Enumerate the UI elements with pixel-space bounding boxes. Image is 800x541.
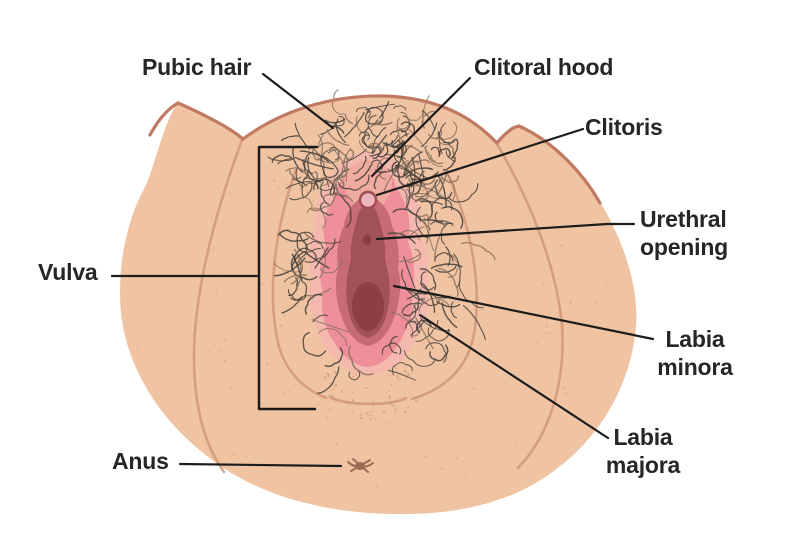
label-urethral-opening: Urethral opening: [640, 205, 728, 261]
label-anus: Anus: [112, 447, 169, 475]
label-text: majora: [605, 452, 681, 478]
label-clitoral-hood: Clitoral hood: [474, 53, 613, 81]
leader-clitoris: [375, 127, 585, 197]
label-text: Urethral: [640, 206, 727, 232]
outline-right-hip: [495, 124, 602, 205]
vulva-region: [308, 152, 430, 375]
leader-lines: [110, 72, 655, 468]
label-text: Labia: [665, 326, 725, 352]
label-labia-majora: Labia majora: [588, 423, 698, 479]
label-text: opening: [640, 234, 729, 260]
leader-pubic-hair: [261, 72, 335, 130]
vaginal-opening-shape: [352, 282, 384, 331]
crease-left-inner: [271, 168, 328, 400]
skin-creases: [192, 138, 564, 474]
label-pubic-hair: Pubic hair: [142, 53, 251, 81]
leader-labia-majora: [418, 313, 610, 440]
outline-left-hip: [148, 101, 245, 141]
label-vulva: Vulva: [38, 258, 98, 286]
label-labia-minora: Labia minora: [640, 325, 750, 381]
crease-right-inner: [410, 173, 479, 401]
vulva-bracket: [257, 145, 319, 411]
leader-anus: [178, 462, 343, 468]
label-text: minora: [657, 354, 733, 380]
clitoris-glans: [358, 190, 378, 210]
crease-left-outer: [192, 138, 244, 474]
label-text: Clitoral hood: [474, 54, 614, 80]
leader-labia-minora: [392, 284, 655, 341]
urethral-opening-dot: [363, 234, 371, 246]
label-text: Pubic hair: [142, 54, 252, 80]
leader-urethral-opening: [375, 222, 636, 241]
leader-clitoral-hood: [370, 76, 472, 178]
label-text: Anus: [112, 448, 169, 474]
label-text: Labia: [613, 424, 673, 450]
outline-mons: [241, 94, 499, 145]
label-text: Clitoris: [585, 114, 663, 140]
crease-perineum: [328, 395, 408, 406]
body-outline: [148, 94, 602, 205]
crease-right-outer: [495, 142, 564, 470]
label-clitoris: Clitoris: [585, 113, 663, 141]
anus-mark: [347, 458, 374, 473]
label-text: Vulva: [38, 259, 98, 285]
